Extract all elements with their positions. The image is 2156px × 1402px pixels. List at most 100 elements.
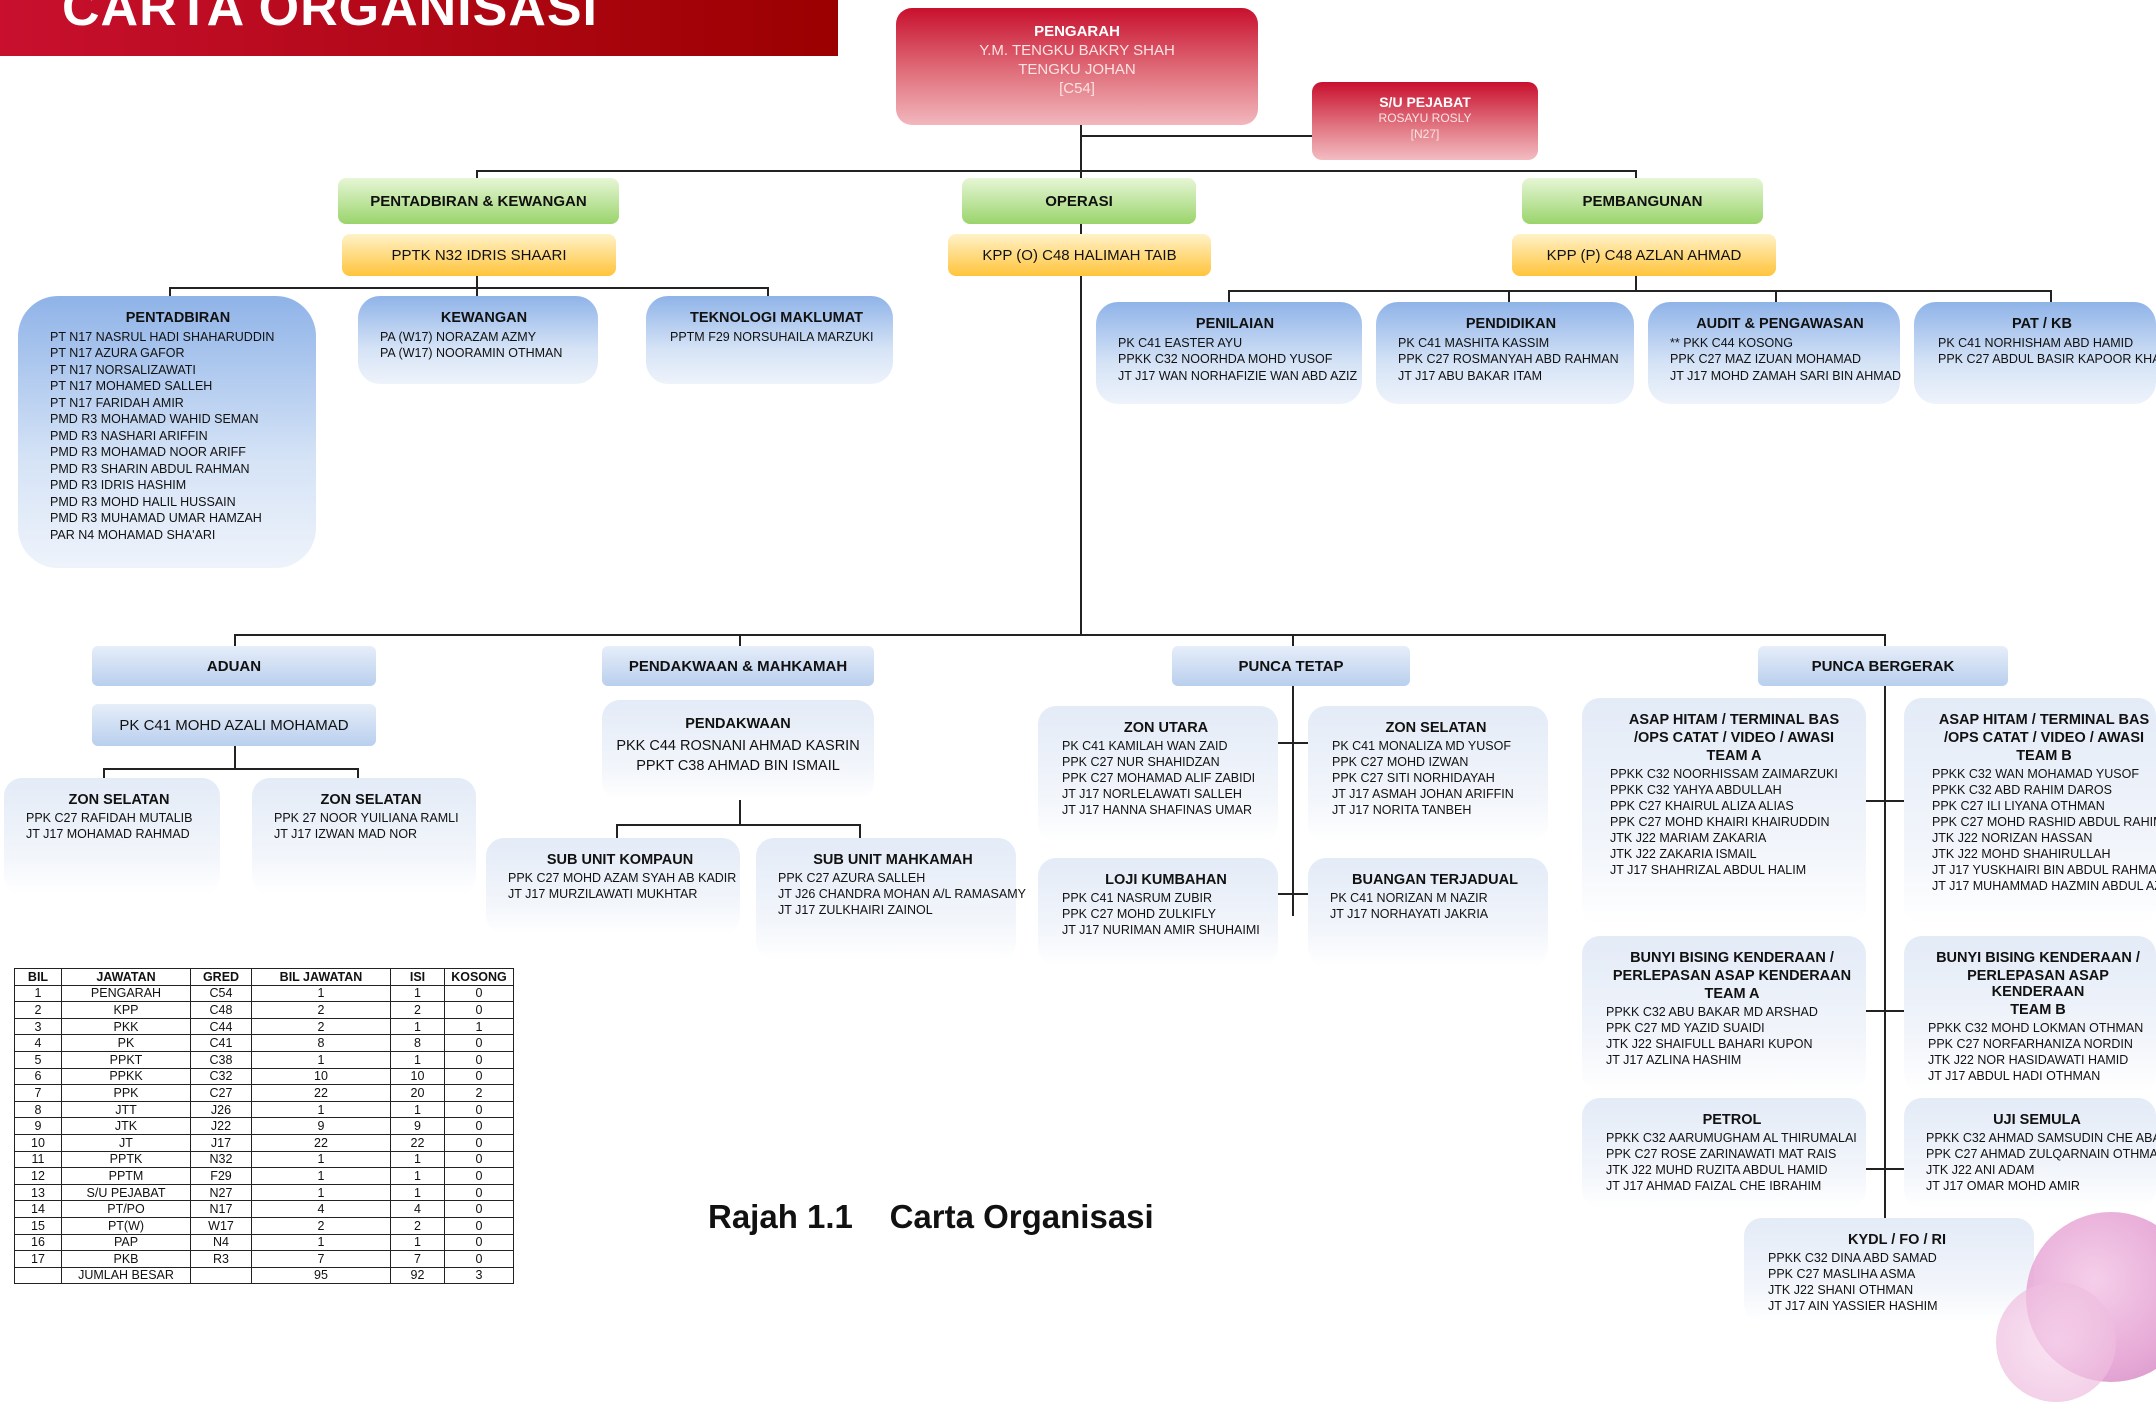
- member-line: JT J17 ABU BAKAR ITAM: [1398, 368, 1543, 383]
- pengarah-name-1: Y.M. TENGKU BAKRY SHAH: [979, 42, 1175, 59]
- head-pentadbiran-kewangan: PPTK N32 IDRIS SHAARI: [342, 234, 616, 276]
- table-cell: J17: [190, 1133, 252, 1152]
- member-line: JT J17 MOHD ZAMAH SARI BIN AHMAD: [1670, 368, 1902, 383]
- table-cell: 1: [390, 984, 445, 1003]
- label: PPTK N32 IDRIS SHAARI: [391, 246, 567, 264]
- member-line: PPKK C32 AARUMUGHAM AL THIRUMALAI: [1606, 1131, 1857, 1145]
- table-cell: J26: [190, 1100, 252, 1119]
- unit-title: PENDIDIKAN: [1465, 316, 1557, 332]
- member-line: PPKK C32 ABU BAKAR MD ARSHAD: [1606, 1005, 1818, 1019]
- table-cell: 2: [390, 1001, 445, 1019]
- member-line: PPKK C32 ABD RAHIM DAROS: [1932, 783, 2112, 797]
- table-cell: 92: [390, 1266, 445, 1285]
- table-cell: PPTK: [61, 1150, 191, 1169]
- unit-title: BUANGAN TERJADUAL: [1352, 872, 1518, 888]
- table-cell: 0: [444, 1067, 514, 1086]
- petrol: PETROL PPKK C32 AARUMUGHAM AL THIRUMALAI…: [1582, 1098, 1866, 1208]
- label: ADUAN: [206, 657, 262, 675]
- member-line: JT J17 SHAHRIZAL ABDUL HALIM: [1610, 863, 1807, 877]
- unit-pentadbiran: PENTADBIRAN PT N17 NASRUL HADI SHAHARUDD…: [18, 296, 316, 568]
- table-cell: C44: [190, 1017, 252, 1036]
- member-line: JTK J22 NOR HASIDAWATI HAMID: [1928, 1053, 2129, 1067]
- table-header-row: BIL JAWATAN GRED BIL JAWATAN ISI KOSONG: [14, 968, 514, 986]
- table-cell: 22: [251, 1133, 391, 1152]
- table-cell: 1: [390, 1017, 445, 1036]
- table-cell: 1: [390, 1150, 445, 1169]
- table-cell: 0: [444, 1183, 514, 1202]
- table-cell: C54: [190, 984, 252, 1003]
- table-cell: 0: [444, 1200, 514, 1218]
- table-cell: 4: [251, 1200, 391, 1218]
- table-cell: 0: [444, 1050, 514, 1069]
- member-line: JT J17 ASMAH JOHAN ARIFFIN: [1332, 787, 1514, 801]
- unit-title: TEAM A: [1704, 986, 1760, 1002]
- label: KOSONG: [444, 968, 514, 986]
- section-pendakwaan-mahkamah: PENDAKWAAN & MAHKAMAH: [602, 646, 874, 686]
- table-cell: C38: [190, 1050, 252, 1069]
- table-cell: PAP: [61, 1233, 191, 1252]
- table-cell: 0: [444, 1117, 514, 1135]
- table-cell: PK: [61, 1034, 191, 1052]
- member-line: JT J17 ABDUL HADI OTHMAN: [1928, 1069, 2101, 1083]
- label: OPERASI: [1045, 192, 1113, 210]
- unit-title: SUB UNIT KOMPAUN: [546, 852, 694, 868]
- member-line: PAR N4 MOHAMAD SHA'ARI: [50, 527, 216, 542]
- member-line: JTK J22 MOHD SHAHIRULLAH: [1932, 847, 2111, 861]
- title-banner: CARTA ORGANISASI: [0, 0, 838, 56]
- table-cell: JT: [61, 1133, 191, 1152]
- member-line: JT J17 NURIMAN AMIR SHUHAIMI: [1062, 923, 1260, 937]
- table-cell: 2: [251, 1017, 391, 1036]
- table-cell: PPK: [61, 1084, 191, 1102]
- member-line: PT N17 FARIDAH AMIR: [50, 395, 184, 410]
- unit-title: ZON SELATAN: [1385, 720, 1487, 736]
- member-line: PMD R3 MUHAMAD UMAR HAMZAH: [50, 511, 262, 525]
- table-cell: C27: [190, 1084, 252, 1102]
- table-cell: 2: [251, 1216, 391, 1235]
- table-cell: 9: [251, 1117, 391, 1135]
- table-cell: 12: [14, 1167, 62, 1185]
- table-cell: 3: [444, 1266, 514, 1285]
- buangan-terjadual: BUANGAN TERJADUAL PK C41 NORIZAN M NAZIR…: [1308, 858, 1548, 966]
- member-line: PPK C27 SITI NORHIDAYAH: [1332, 771, 1495, 785]
- table-cell: S/U PEJABAT: [61, 1183, 191, 1202]
- member-line: PPKK C32 NOORHISSAM ZAIMARZUKI: [1610, 767, 1838, 781]
- table-cell: 4: [390, 1200, 445, 1218]
- member-line: PK C41 MONALIZA MD YUSOF: [1332, 739, 1511, 753]
- member-line: PPKK C32 AHMAD SAMSUDIN CHE ABAS: [1926, 1131, 2156, 1145]
- decorative-circle-small: [1996, 1282, 2116, 1402]
- member-line: PPKK C32 MOHD LOKMAN OTHMAN: [1928, 1021, 2144, 1035]
- member-line: PK C41 NORHISHAM ABD HAMID: [1938, 335, 2134, 350]
- table-cell: 0: [444, 1233, 514, 1252]
- unit-title: KYDL / FO / RI: [1847, 1232, 1947, 1248]
- division-pentadbiran-kewangan: PENTADBIRAN & KEWANGAN: [338, 178, 619, 224]
- table-cell: 10: [14, 1133, 62, 1152]
- table-cell: 2: [444, 1084, 514, 1102]
- member-line: PPK C27 MOHD RASHID ABDUL RAHIM: [1932, 815, 2156, 829]
- unit-title: ASAP HITAM / TERMINAL BAS: [1938, 712, 2150, 728]
- table-cell: 0: [444, 1034, 514, 1052]
- table-cell: 1: [251, 1150, 391, 1169]
- table-cell: 95: [251, 1266, 391, 1285]
- table-cell: 5: [14, 1050, 62, 1069]
- table-cell: JTK: [61, 1117, 191, 1135]
- zon-selatan-tetap: ZON SELATAN PK C41 MONALIZA MD YUSOF PPK …: [1308, 706, 1548, 842]
- member-line: PT N17 NORSALIZAWATI: [50, 362, 196, 377]
- su-pejabat-box: S/U PEJABAT ROSAYU ROSLY [N27]: [1312, 82, 1538, 160]
- member-line: PPK C27 AZURA SALLEH: [778, 871, 926, 885]
- label: ISI: [390, 968, 445, 986]
- pengarah-grade: [C54]: [1059, 80, 1095, 97]
- member-line: JT J17 MUHAMMAD HAZMIN ABDUL AZIZ: [1932, 879, 2156, 893]
- table-cell: 0: [444, 1133, 514, 1152]
- unit-title: PENTADBIRAN: [125, 310, 231, 326]
- member-line: JTK J22 ANI ADAM: [1926, 1163, 2035, 1177]
